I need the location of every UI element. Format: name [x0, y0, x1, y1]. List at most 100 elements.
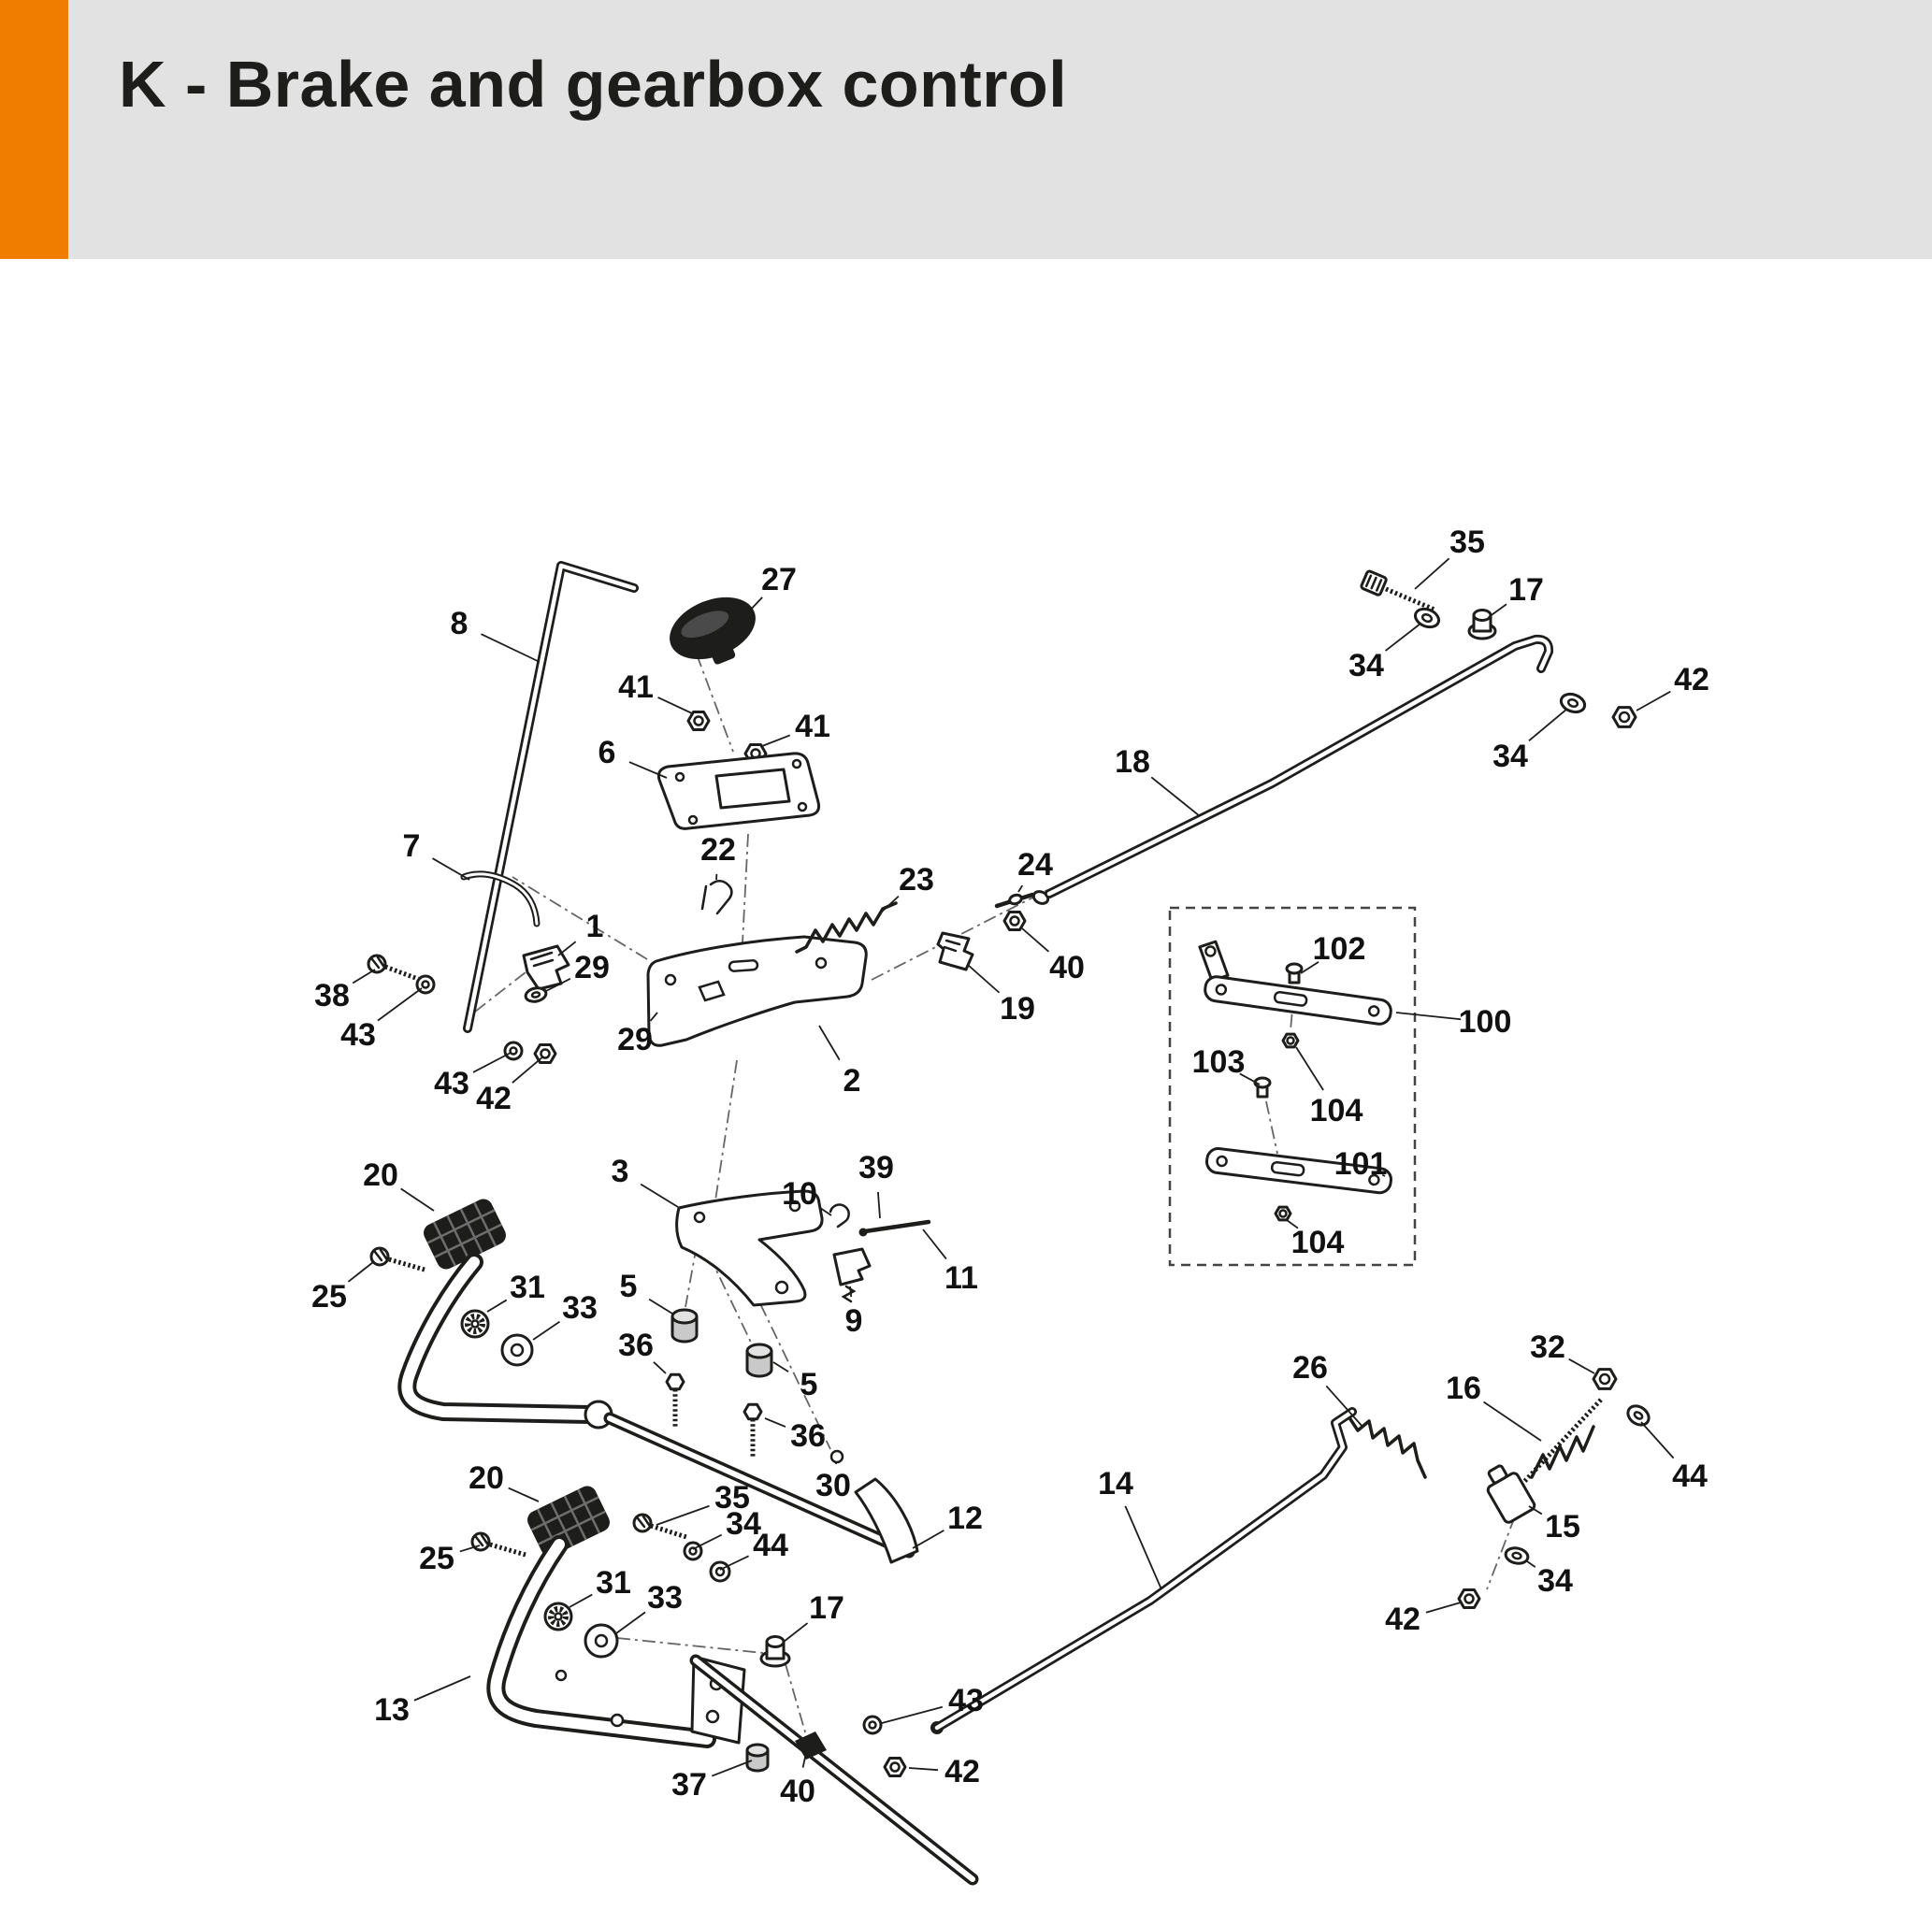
part-label-34: 34 — [1537, 1563, 1573, 1599]
part-24-cable-end — [994, 892, 1035, 909]
part-label-12: 12 — [947, 1501, 983, 1536]
part-102-screw — [1285, 962, 1304, 984]
leader-line — [1640, 1421, 1675, 1459]
part-label-31: 31 — [510, 1270, 545, 1305]
leader-line — [819, 1206, 832, 1216]
accent-bar — [0, 0, 68, 259]
part-label-20: 20 — [469, 1460, 504, 1496]
leader-line — [967, 964, 1001, 994]
part-6-lever-plate — [656, 752, 821, 830]
part-12-brake-rod — [603, 1412, 919, 1564]
part-label-104: 104 — [1291, 1225, 1345, 1260]
part-label-42: 42 — [944, 1754, 980, 1789]
part-33-washer — [584, 1623, 619, 1659]
part-20-pedal-pad — [527, 1486, 610, 1557]
leader-line — [557, 941, 577, 956]
leader-line — [656, 1504, 710, 1526]
leader-line — [532, 1320, 561, 1341]
part-label-11: 11 — [944, 1260, 978, 1296]
part-3-lever-plate — [675, 1189, 824, 1307]
part-42-nut — [1611, 706, 1637, 728]
part-label-10: 10 — [782, 1176, 817, 1212]
part-39-pin — [858, 1219, 931, 1237]
part-104-nut — [1281, 1032, 1300, 1049]
part-label-32: 32 — [1530, 1329, 1565, 1365]
part-36-screw — [665, 1372, 685, 1429]
part-label-43: 43 — [434, 1066, 469, 1101]
part-101-bracket — [1205, 1147, 1392, 1195]
part-label-9: 9 — [845, 1303, 863, 1339]
part-label-101: 101 — [1334, 1146, 1388, 1182]
leader-line — [352, 969, 376, 984]
leader-line — [881, 1705, 944, 1724]
part-label-5: 5 — [800, 1367, 818, 1402]
part-label-24: 24 — [1017, 847, 1053, 883]
leader-line — [1425, 1602, 1462, 1614]
part-29-washer — [524, 986, 548, 1003]
leader-line — [653, 1361, 667, 1374]
part-34-washer — [1559, 692, 1587, 714]
leader-line — [1526, 1560, 1536, 1568]
part-label-18: 18 — [1115, 744, 1150, 780]
part-41-nut — [686, 711, 711, 731]
leader-line — [481, 633, 541, 663]
part-label-40: 40 — [780, 1774, 815, 1809]
leader-line — [400, 1187, 435, 1212]
part-label-37: 37 — [671, 1767, 707, 1803]
option-box — [1168, 906, 1417, 1267]
part-19-cable-connector — [936, 931, 974, 971]
part-label-31: 31 — [596, 1565, 631, 1601]
leader-line — [747, 596, 763, 613]
leader-line — [801, 1744, 809, 1768]
part-label-44: 44 — [753, 1528, 788, 1563]
part-label-33: 33 — [647, 1580, 683, 1616]
part-25-screw — [369, 1246, 425, 1272]
part-label-15: 15 — [1545, 1509, 1580, 1545]
part-43-washer — [503, 1041, 524, 1061]
part-label-20: 20 — [363, 1157, 398, 1193]
leader-line — [1325, 1385, 1364, 1429]
part-26-tension-spring — [1348, 1417, 1427, 1479]
part-label-100: 100 — [1459, 1004, 1512, 1040]
part-34-washer — [683, 1541, 703, 1561]
part-5-bushing — [670, 1308, 699, 1343]
part-label-35: 35 — [714, 1480, 750, 1516]
leader-line — [1017, 884, 1024, 893]
part-32-nut — [1592, 1368, 1618, 1390]
part-label-17: 17 — [1508, 572, 1544, 608]
part-label-13: 13 — [374, 1692, 410, 1728]
leader-line — [1395, 1012, 1462, 1021]
part-label-30: 30 — [815, 1468, 851, 1503]
part-9-connector — [832, 1247, 872, 1303]
cable-junction — [795, 1731, 827, 1760]
part-2-brake-lever-plate — [646, 935, 868, 1047]
part-label-39: 39 — [858, 1150, 894, 1185]
part-33-washer — [500, 1333, 534, 1367]
part-label-34: 34 — [1348, 648, 1384, 683]
leader-line — [772, 1361, 789, 1372]
part-label-19: 19 — [1000, 991, 1035, 1027]
leader-line — [472, 1052, 512, 1073]
part-label-25: 25 — [311, 1279, 347, 1315]
leader-line — [628, 761, 668, 779]
leader-line — [657, 697, 693, 714]
leader-line — [1528, 708, 1568, 742]
part-label-22: 22 — [700, 832, 736, 868]
construction-lines — [474, 654, 1516, 1736]
leader-line — [432, 857, 470, 881]
part-label-26: 26 — [1292, 1350, 1328, 1386]
leader-line — [569, 1593, 593, 1608]
part-13-brake-pedal-lever — [486, 1535, 746, 1748]
part-35-screw — [1360, 569, 1435, 612]
part-label-38: 38 — [314, 978, 350, 1013]
part-40-nut — [1002, 911, 1027, 931]
leader-line — [1295, 1046, 1324, 1091]
leader-line — [818, 1025, 841, 1061]
part-label-41: 41 — [795, 709, 830, 744]
part-label-35: 35 — [1449, 524, 1485, 560]
leader-line — [413, 1675, 471, 1702]
leader-line — [615, 1611, 646, 1634]
part-104-nut — [1274, 1205, 1292, 1222]
part-label-27: 27 — [761, 562, 797, 597]
part-label-6: 6 — [598, 735, 616, 770]
